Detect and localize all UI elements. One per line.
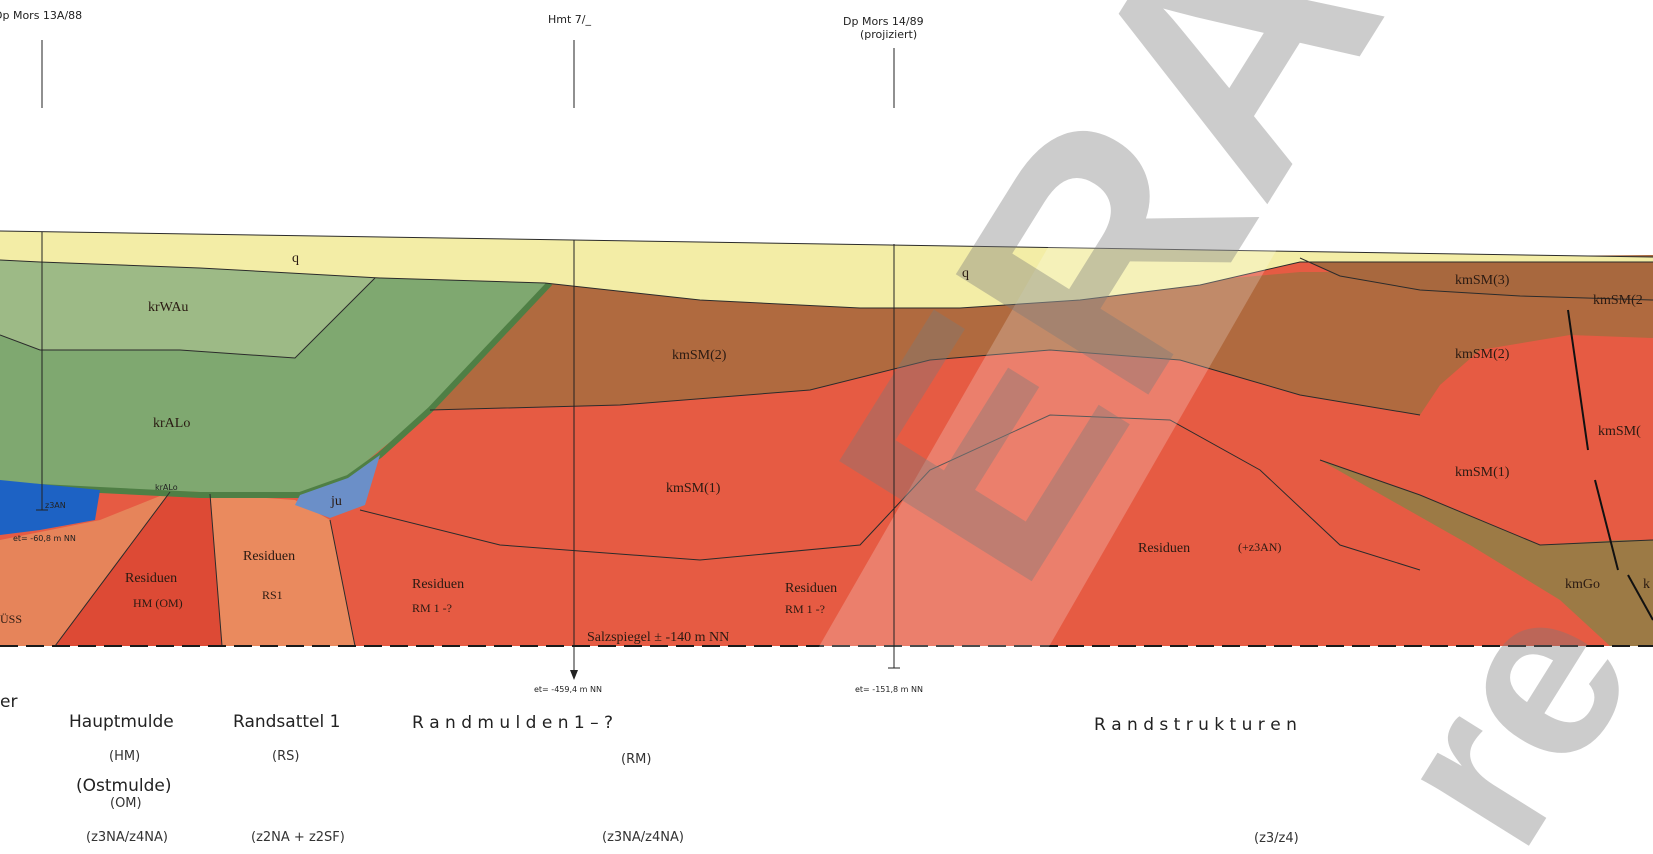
label-kmsm-cut: kmSM( bbox=[1598, 424, 1641, 439]
unit-labels: q q krWAu krALo krALo z3AN ju kmSM(2) km… bbox=[0, 251, 1650, 645]
zone-om: (OM) bbox=[110, 796, 142, 811]
zone-legend: er Hauptmulde (HM) (Ostmulde) (OM) (z3NA… bbox=[0, 692, 1299, 846]
unit-krwau bbox=[0, 250, 375, 358]
zone-rm-formula: (z3NA/z4NA) bbox=[602, 830, 684, 845]
label-ju: ju bbox=[330, 494, 342, 509]
strata bbox=[0, 230, 1653, 647]
label-z3an-paren: (+z3AN) bbox=[1238, 540, 1281, 554]
label-z3an: z3AN bbox=[45, 501, 66, 510]
unit-residuen-hm bbox=[55, 492, 222, 646]
zone-hm-formula: (z3NA/z4NA) bbox=[86, 830, 168, 845]
borehole-1-name: Dp Mors 13A/88 bbox=[0, 9, 82, 22]
end-depth-1: et= -60,8 m NN bbox=[13, 534, 76, 543]
label-q-left: q bbox=[292, 251, 299, 266]
label-kmsm2-cut: kmSM(2 bbox=[1593, 293, 1643, 308]
zone-rst-formula: (z3/z4) bbox=[1254, 831, 1299, 846]
unit-kmsm2 bbox=[430, 272, 1653, 415]
label-rm-left: RM 1 -? bbox=[412, 601, 452, 615]
unit-kmsm3 bbox=[1300, 255, 1653, 300]
zone-hauptmulde: Hauptmulde bbox=[69, 712, 174, 732]
label-hm-om: HM (OM) bbox=[133, 596, 183, 610]
label-kmsm2-right: kmSM(2) bbox=[1455, 347, 1510, 362]
label-kmsm1-mid: kmSM(1) bbox=[666, 481, 721, 496]
label-kmsm1-right: kmSM(1) bbox=[1455, 465, 1510, 480]
zone-randmulden: R a n d m u l d e n 1 – ? bbox=[412, 713, 613, 733]
label-kmgo: kmGo bbox=[1565, 577, 1600, 592]
zone-rm: (RM) bbox=[621, 752, 651, 767]
borehole-3-note: (projiziert) bbox=[860, 28, 917, 41]
unit-q bbox=[0, 231, 1653, 308]
borehole-3-name: Dp Mors 14/89 bbox=[843, 15, 924, 28]
label-krwau: krWAu bbox=[148, 300, 188, 315]
label-residuen-rs: Residuen bbox=[243, 549, 295, 564]
label-kmsm2-mid: kmSM(2) bbox=[672, 348, 727, 363]
label-residuen-rm-right: Residuen bbox=[785, 581, 837, 596]
zone-rs-formula: (z2NA + z2SF) bbox=[251, 830, 345, 845]
end-depth-2: et= -459,4 m NN bbox=[534, 685, 602, 694]
borehole-2-name: Hmt 7/_ bbox=[548, 13, 592, 26]
zone-randsattel: Randsattel 1 bbox=[233, 712, 340, 732]
zone-rs: (RS) bbox=[272, 749, 299, 764]
unit-residuen-rs1 bbox=[210, 494, 355, 646]
zone-hm: (HM) bbox=[109, 749, 140, 764]
label-kmsm3: kmSM(3) bbox=[1455, 273, 1510, 288]
end-depth-3: et= -151,8 m NN bbox=[855, 685, 923, 694]
zone-ostmulde: (Ostmulde) bbox=[76, 776, 171, 796]
label-residuen-hm: Residuen bbox=[125, 571, 177, 586]
zone-randstrukturen: R a n d s t r u k t u r e n bbox=[1094, 715, 1297, 735]
label-q-right: q bbox=[962, 266, 969, 281]
label-salzspiegel: Salzspiegel ± -140 m NN bbox=[587, 630, 729, 645]
watermark-stripe bbox=[700, 0, 1420, 854]
label-rs1: RS1 bbox=[262, 588, 283, 602]
unit-z3an bbox=[0, 480, 100, 535]
boreholes bbox=[36, 40, 900, 672]
label-residuen-rst: Residuen bbox=[1138, 541, 1190, 556]
unit-ju bbox=[295, 455, 380, 518]
label-k-cut: k bbox=[1643, 577, 1650, 592]
label-residuen-rm-left: Residuen bbox=[412, 577, 464, 592]
label-kralo-small: krALo bbox=[155, 483, 178, 492]
label-uss: ÜSS bbox=[0, 612, 22, 626]
unit-residuen-left bbox=[0, 492, 170, 646]
unit-kmgo bbox=[1320, 460, 1653, 646]
borehole-2-arrow bbox=[570, 670, 578, 680]
zone-er-cut: er bbox=[0, 692, 17, 712]
label-kralo: krALo bbox=[153, 416, 190, 431]
label-rm-right: RM 1 -? bbox=[785, 602, 825, 616]
